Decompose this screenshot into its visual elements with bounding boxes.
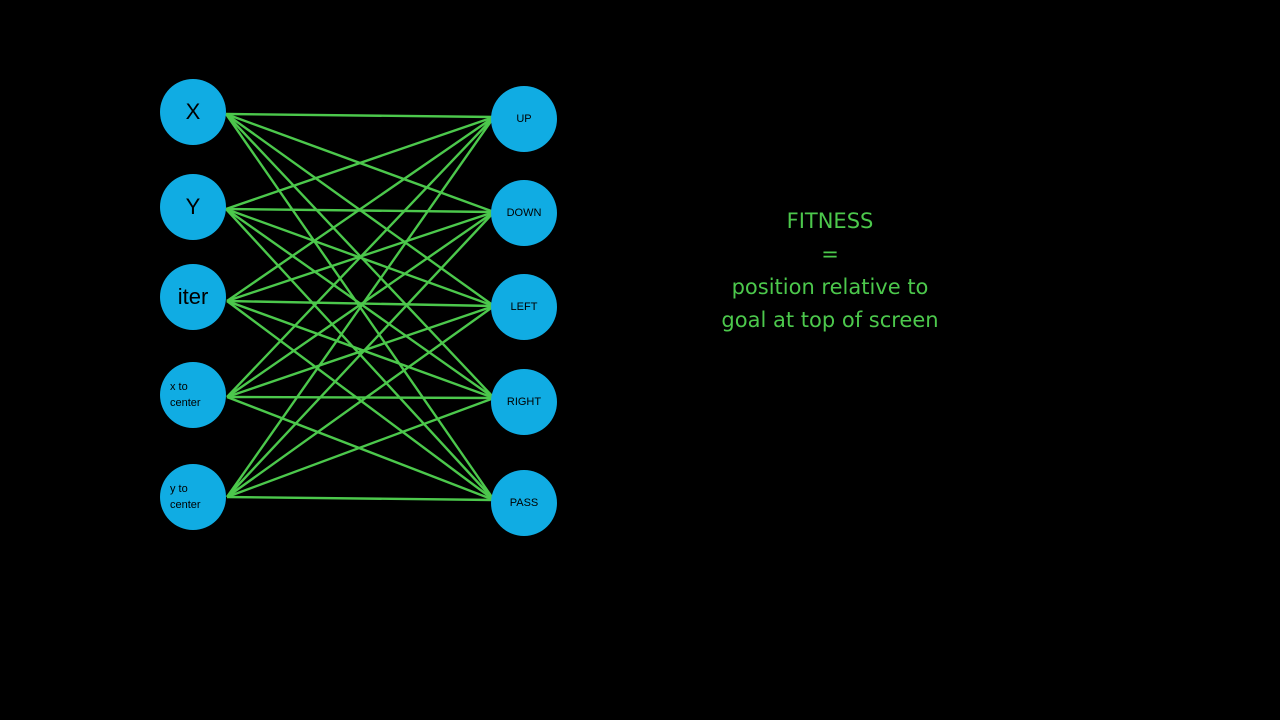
output-node-3: RIGHT: [491, 369, 557, 435]
fitness-definition: FITNESS = position relative to goal at t…: [680, 205, 980, 337]
output-node-1: DOWN: [491, 180, 557, 246]
input-node-1: Y: [160, 174, 226, 240]
output-node-label: LEFT: [510, 301, 538, 313]
connection-4-0: [226, 116, 495, 498]
connection-4-2: [226, 305, 495, 498]
connection-2-0: [226, 116, 495, 302]
input-node-label: y to center: [170, 483, 201, 511]
connection-4-3: [226, 396, 495, 499]
connections-group: [225, 112, 495, 502]
input-node-label: x to center: [170, 381, 201, 409]
input-node-0: X: [160, 79, 226, 145]
output-node-label: DOWN: [506, 207, 542, 219]
output-node-label: PASS: [509, 497, 539, 509]
connection-2-3: [226, 299, 495, 400]
connection-3-3: [226, 395, 495, 400]
connection-4-1: [226, 211, 495, 498]
input-node-label: X: [185, 99, 201, 124]
fitness-equals: =: [821, 242, 839, 266]
connection-4-4: [226, 495, 495, 502]
fitness-description-line-1: position relative to: [731, 275, 929, 299]
connection-3-0: [226, 116, 495, 398]
output-node-label: RIGHT: [506, 396, 542, 408]
connection-3-1: [226, 211, 495, 398]
output-node-2: LEFT: [491, 274, 557, 340]
connection-1-0: [225, 115, 495, 211]
fitness-title: FITNESS: [786, 209, 874, 233]
output-node-4: PASS: [491, 470, 557, 536]
input-node-3: x to center: [160, 362, 226, 428]
output-node-label: UP: [516, 113, 532, 125]
input-node-label: Y: [185, 194, 201, 219]
input-node-label: iter: [177, 284, 209, 309]
input-node-2: iter: [160, 264, 226, 330]
connection-0-0: [225, 112, 495, 119]
fitness-description-line-2: goal at top of screen: [721, 308, 939, 332]
output-node-0: UP: [491, 86, 557, 152]
input-node-4: y to center: [160, 464, 226, 530]
connection-3-2: [226, 304, 495, 399]
